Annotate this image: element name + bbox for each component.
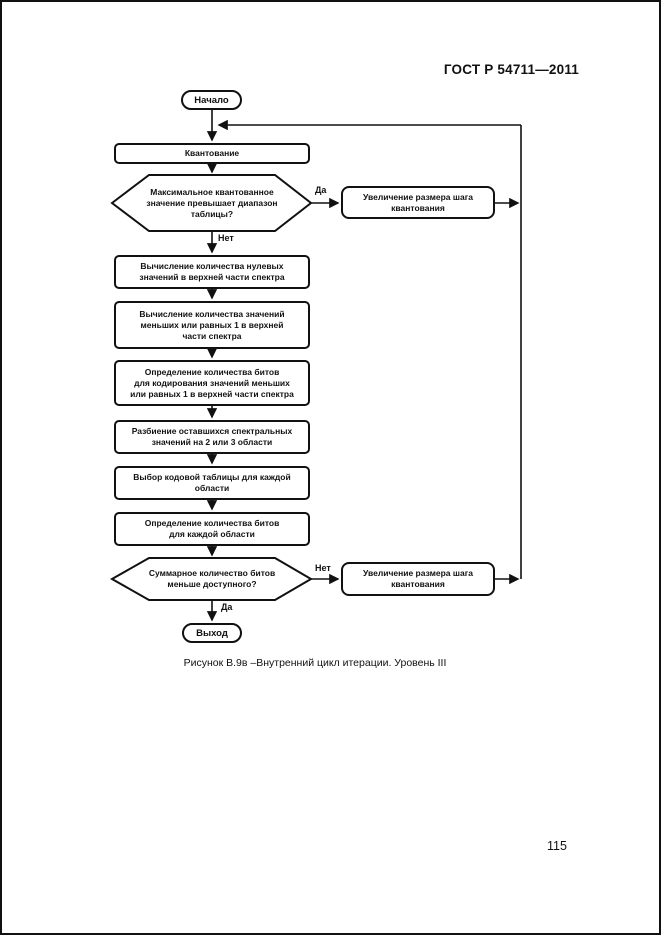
decision1-no-label: Нет	[218, 233, 234, 243]
increase-step-bottom-box: Увеличение размера шага квантования	[341, 562, 495, 596]
bits-per-region-box: Определение количества битов для каждой …	[114, 512, 310, 546]
select-code-table-box: Выбор кодовой таблицы для каждой области	[114, 466, 310, 500]
start-node: Начало	[181, 90, 242, 110]
partition-regions-box: Разбиение оставшихся спектральных значен…	[114, 420, 310, 454]
count-zero-values-box: Вычисление количества нулевых значений в…	[114, 255, 310, 289]
figure-caption: Рисунок В.9в –Внутренний цикл итерации. …	[183, 657, 447, 669]
quantization-box: Квантование	[114, 143, 310, 164]
count-values-le1-box: Вычисление количества значений меньших и…	[114, 301, 310, 349]
page-number: 115	[547, 839, 567, 853]
decision1-yes-label: Да	[315, 185, 327, 195]
exit-node: Выход	[182, 623, 242, 643]
decision1-hexagon	[110, 174, 313, 232]
decision2-yes-label: Да	[221, 602, 233, 612]
document-header: ГОСТ Р 54711—2011	[443, 62, 579, 77]
decision2-hexagon	[109, 557, 313, 601]
decision1-label: Максимальное квантованное значение превы…	[146, 186, 278, 219]
decision2-no-label: Нет	[315, 563, 331, 573]
bits-for-le1-box: Определение количества битов для кодиров…	[114, 360, 310, 406]
decision2-label: Суммарное количество битов меньше доступ…	[148, 568, 276, 589]
increase-step-top-box: Увеличение размера шага квантования	[341, 186, 495, 219]
